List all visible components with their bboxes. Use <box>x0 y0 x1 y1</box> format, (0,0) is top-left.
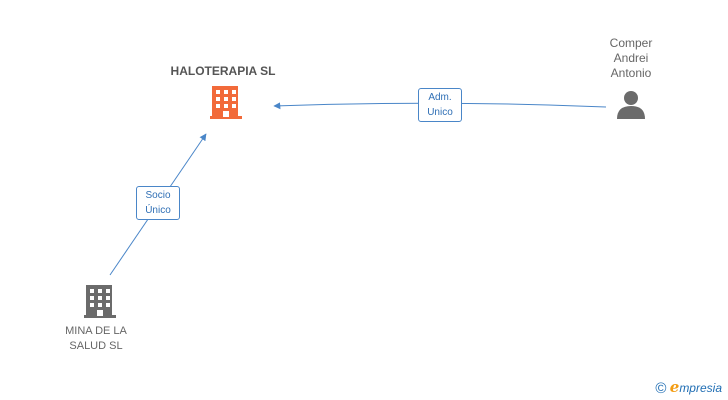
company-name-line: MINA DE LA <box>65 325 127 337</box>
person-name-line: Comper <box>609 36 653 50</box>
logo-text: mpresia <box>679 381 722 395</box>
edge-label-line: Único <box>145 205 171 216</box>
edge-label-partner[interactable]: Socio Único <box>136 186 180 220</box>
copyright-icon: © <box>655 380 667 397</box>
person-icon[interactable] <box>617 91 645 119</box>
edge-label-line: Adm. <box>428 92 452 103</box>
company-name-line: SALUD SL <box>69 340 123 352</box>
building-icon[interactable] <box>84 285 116 318</box>
logo-initial: e <box>669 378 680 396</box>
edge-label-line: Unico <box>427 107 453 118</box>
shareholder-company-name[interactable]: MINA DE LA SALUD SL <box>46 324 146 354</box>
empresia-logo[interactable]: © empresia <box>655 378 722 397</box>
edge-label-line: Socio <box>145 190 171 201</box>
edge-label-admin[interactable]: Adm. Unico <box>418 88 462 122</box>
building-icon[interactable] <box>210 86 242 119</box>
person-name-line: Andrei <box>613 51 649 65</box>
main-company-name[interactable]: HALOTERAPIA SL <box>170 64 276 78</box>
person-name-line: Antonio <box>610 66 652 80</box>
person-name[interactable]: Comper Andrei Antonio <box>589 36 673 81</box>
